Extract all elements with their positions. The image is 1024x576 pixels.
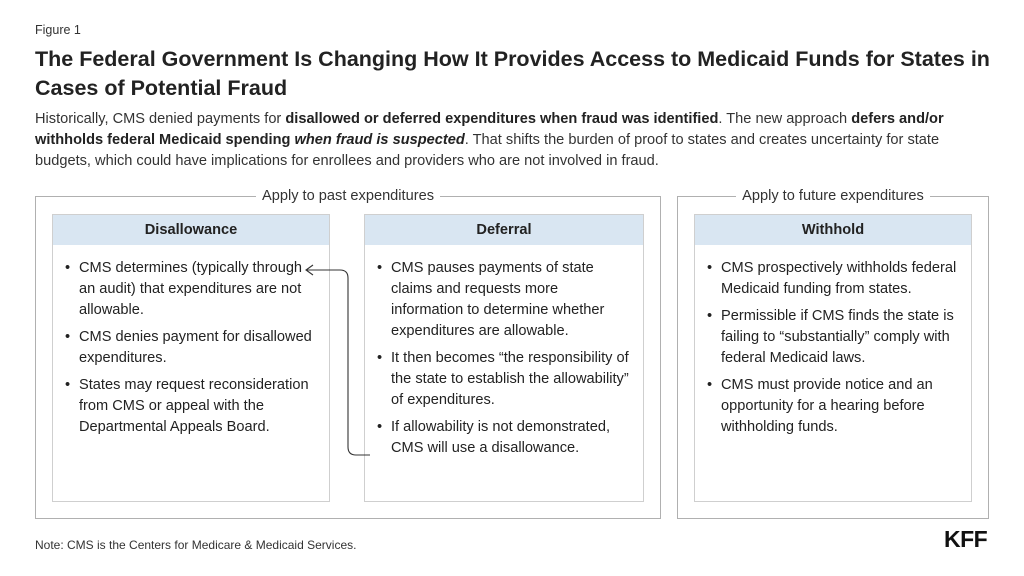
future-expenditures-group: Apply to future expenditures [677,188,989,519]
description-bold: disallowed or deferred expenditures when… [285,111,719,127]
withhold-card: Withhold CMS prospectively withholds fed… [694,214,972,502]
bullet-list: CMS prospectively withholds federal Medi… [695,245,971,438]
list-item: States may request reconsideration from … [65,375,319,438]
list-item: If allowability is not demonstrated, CMS… [377,417,633,459]
list-item: It then becomes “the responsibility of t… [377,348,633,411]
list-item: CMS prospectively withholds federal Medi… [707,258,961,300]
bullet-list: CMS pauses payments of state claims and … [365,245,643,459]
connector-line [306,269,370,456]
description-text: . That shifts the burden of proof to sta… [35,132,940,169]
list-item: Permissible if CMS finds the state is fa… [707,306,961,369]
description-bold-italic: when fraud is suspected [294,132,465,148]
card-title: Disallowance [53,215,329,245]
card-title: Deferral [365,215,643,245]
description-bold: defers and/or withholds federal Medicaid… [35,111,944,148]
deferral-card: Deferral CMS pauses payments of state cl… [364,214,644,502]
bullet-list: CMS determines (typically through an aud… [53,245,329,438]
figure-title: The Federal Government Is Changing How I… [35,47,990,100]
list-item: CMS determines (typically through an aud… [65,258,319,321]
description-text: Historically, CMS denied payments for [35,111,286,127]
figure-label: Figure 1 [35,23,81,37]
description-text: . The new approach [718,111,852,127]
future-group-label: Apply to future expenditures [678,187,988,205]
list-item: CMS pauses payments of state claims and … [377,258,633,342]
kff-logo: KFF [944,526,988,552]
footnote: Note: CMS is the Centers for Medicare & … [35,538,357,552]
list-item: CMS denies payment for disallowed expend… [65,327,319,369]
disallowance-card: Disallowance CMS determines (typically t… [52,214,330,502]
card-title: Withhold [695,215,971,245]
arrowhead-icon [305,264,314,276]
past-group-label: Apply to past expenditures [36,187,660,205]
list-item: CMS must provide notice and an opportuni… [707,375,961,438]
figure-description: Historically, CMS denied payments for di… [35,109,995,172]
past-expenditures-group: Apply to past expenditures [35,188,661,519]
